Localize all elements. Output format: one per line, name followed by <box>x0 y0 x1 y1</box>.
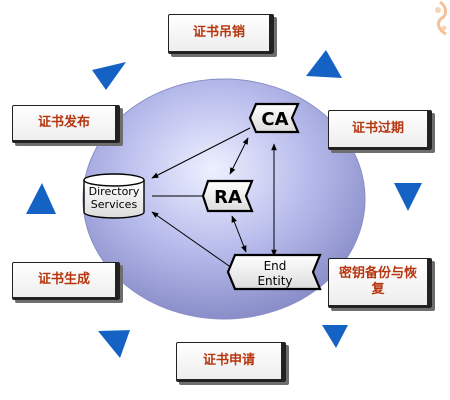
directory-services-label-line1: Directory <box>89 185 140 198</box>
stage-certificate-application: 证书申请 <box>176 342 286 382</box>
stage-certificate-expiration: 证书过期 <box>328 110 432 150</box>
stage-certificate-revocation: 证书吊销 <box>168 14 274 54</box>
cycle-arrow-left <box>26 183 56 214</box>
cycle-arrow-top-right <box>306 50 342 78</box>
ca-node: CA <box>248 102 300 134</box>
arrow-ca-ra <box>229 137 249 175</box>
stage-label: 证书发布 <box>37 115 90 130</box>
arrow-ca-directory <box>151 127 251 179</box>
stage-key-backup-recovery: 密钥备份与恢复 <box>328 258 432 308</box>
stage-label: 证书过期 <box>351 121 404 136</box>
cycle-arrow-top-left <box>92 62 126 90</box>
end-entity-label-line1: End <box>264 259 287 273</box>
cycle-arrow-bottom-right <box>322 325 348 348</box>
stage-certificate-publication: 证书发布 <box>12 105 120 143</box>
directory-services-label-line2: Services <box>91 198 138 211</box>
stage-label: 证书生成 <box>37 272 90 287</box>
end-entity-node: End Entity <box>226 253 322 291</box>
arrow-endentity-directory <box>151 211 233 269</box>
ca-label: CA <box>261 109 288 130</box>
ra-label: RA <box>214 187 242 208</box>
stage-label: 证书吊销 <box>192 25 245 40</box>
decorative-flourish-icon <box>435 0 448 36</box>
stage-certificate-generation: 证书生成 <box>12 262 120 300</box>
cycle-arrow-bottom-left <box>98 330 130 358</box>
ra-node: RA <box>201 179 254 213</box>
stage-label: 证书申请 <box>202 353 255 368</box>
cycle-arrow-right <box>394 183 422 211</box>
end-entity-label-line2: Entity <box>257 274 292 288</box>
arrow-ra-endentity <box>231 215 247 253</box>
directory-services-node: Directory Services <box>83 173 145 219</box>
stage-label: 密钥备份与恢复 <box>338 266 417 297</box>
